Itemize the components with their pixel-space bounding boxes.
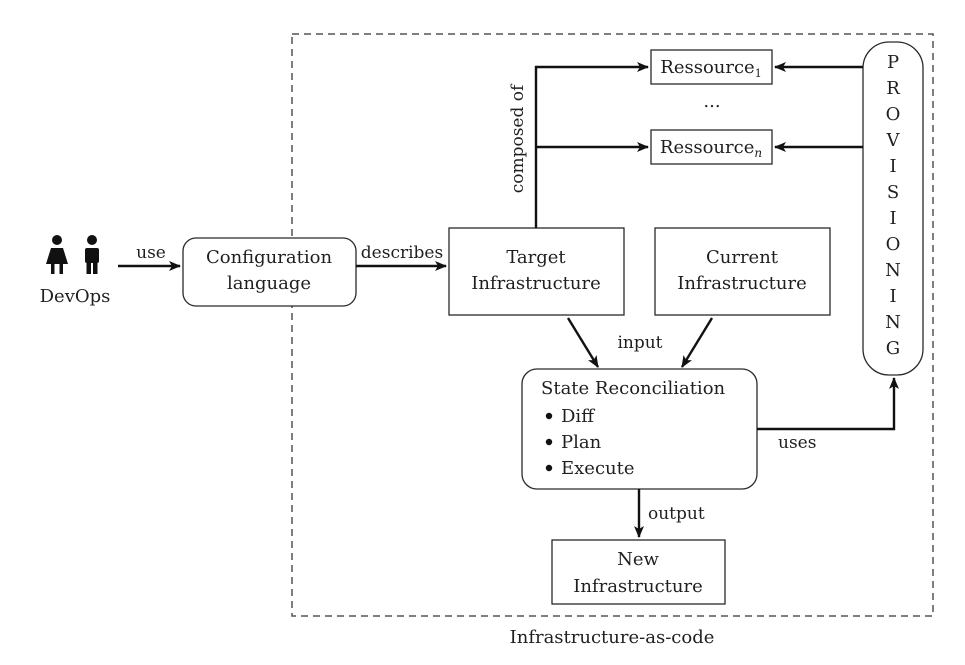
edge-uses-label: uses (778, 433, 816, 453)
edge-uses-arrow (757, 377, 899, 431)
step-execute: Execute (561, 458, 635, 479)
resource-ellipsis: ... (703, 91, 720, 112)
iac-frame (291, 33, 934, 617)
current-infrastructure-line1: Current (706, 247, 779, 268)
state-reconciliation-title: State Reconciliation (541, 378, 726, 399)
provisioning-letter: V (886, 130, 901, 151)
provisioning-letter: G (886, 338, 900, 359)
provisioning-letter: O (886, 104, 901, 125)
female-person-icon (46, 235, 68, 274)
iac-frame-label: Infrastructure-as-code (510, 627, 715, 648)
target-infrastructure-box (448, 227, 625, 316)
config-language-line1: Configuration (206, 247, 332, 268)
current-infrastructure-line2: Infrastructure (677, 273, 807, 294)
config-language-line2: language (227, 273, 311, 294)
bullet-plan (545, 438, 553, 446)
provisioning-letter: I (889, 156, 896, 177)
edge-composed-of-label: composed of (508, 83, 528, 193)
provisioning-letter: I (889, 208, 896, 229)
male-person-icon (85, 235, 99, 274)
provisioning-letter: N (885, 312, 901, 333)
resource-1-box (650, 49, 773, 85)
provisioning-letter: P (887, 52, 899, 73)
bullet-execute (545, 464, 553, 472)
edge-describes-label: describes (361, 243, 443, 263)
target-infrastructure-line1: Target (506, 247, 566, 268)
bullet-diff (545, 412, 553, 420)
resource-n-label: Ressourcen (660, 137, 762, 160)
resource-1-label: Ressource1 (660, 57, 761, 80)
new-infrastructure-box (551, 539, 726, 605)
new-infrastructure-line1: New (617, 549, 659, 570)
resource-n-box (650, 129, 773, 165)
edge-output-label: output (648, 504, 705, 524)
provisioning-letter: S (887, 182, 899, 203)
edge-input-from-target (566, 317, 600, 368)
provisioning-letter: I (889, 286, 896, 307)
new-infrastructure-line2: Infrastructure (573, 576, 703, 597)
edge-input-label: input (617, 333, 662, 353)
provisioning-letter: N (885, 260, 901, 281)
edge-input-from-current (680, 317, 714, 368)
edge-use-label: use (136, 243, 166, 263)
provisioning-letter: O (886, 234, 901, 255)
provisioning-box (862, 41, 924, 376)
config-language-box (182, 237, 357, 307)
target-infrastructure-line2: Infrastructure (471, 273, 601, 294)
devops-label: DevOps (40, 286, 111, 307)
step-diff: Diff (561, 406, 595, 427)
current-infrastructure-box (654, 227, 831, 316)
step-plan: Plan (561, 432, 602, 453)
provisioning-letter: R (886, 78, 900, 99)
